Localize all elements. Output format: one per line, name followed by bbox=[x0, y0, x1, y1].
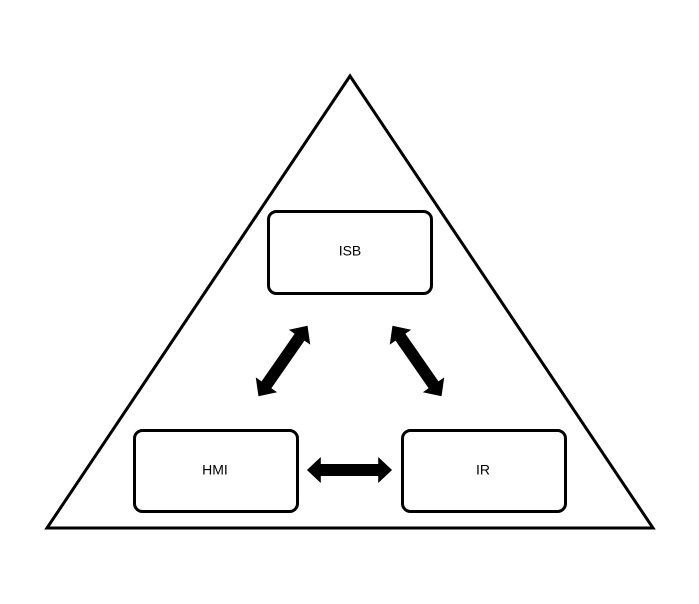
node-isb-label: ISB bbox=[339, 243, 362, 259]
arrow-isb-hmi bbox=[247, 318, 319, 404]
node-ir: IR bbox=[401, 429, 567, 513]
node-ir-label: IR bbox=[476, 462, 490, 478]
arrow-hmi-ir bbox=[306, 457, 393, 483]
node-isb: ISB bbox=[267, 210, 433, 295]
arrow-isb-ir bbox=[381, 318, 453, 404]
node-hmi: HMI bbox=[133, 429, 299, 513]
node-hmi-label: HMI bbox=[202, 462, 228, 478]
outer-triangle bbox=[44, 73, 656, 530]
